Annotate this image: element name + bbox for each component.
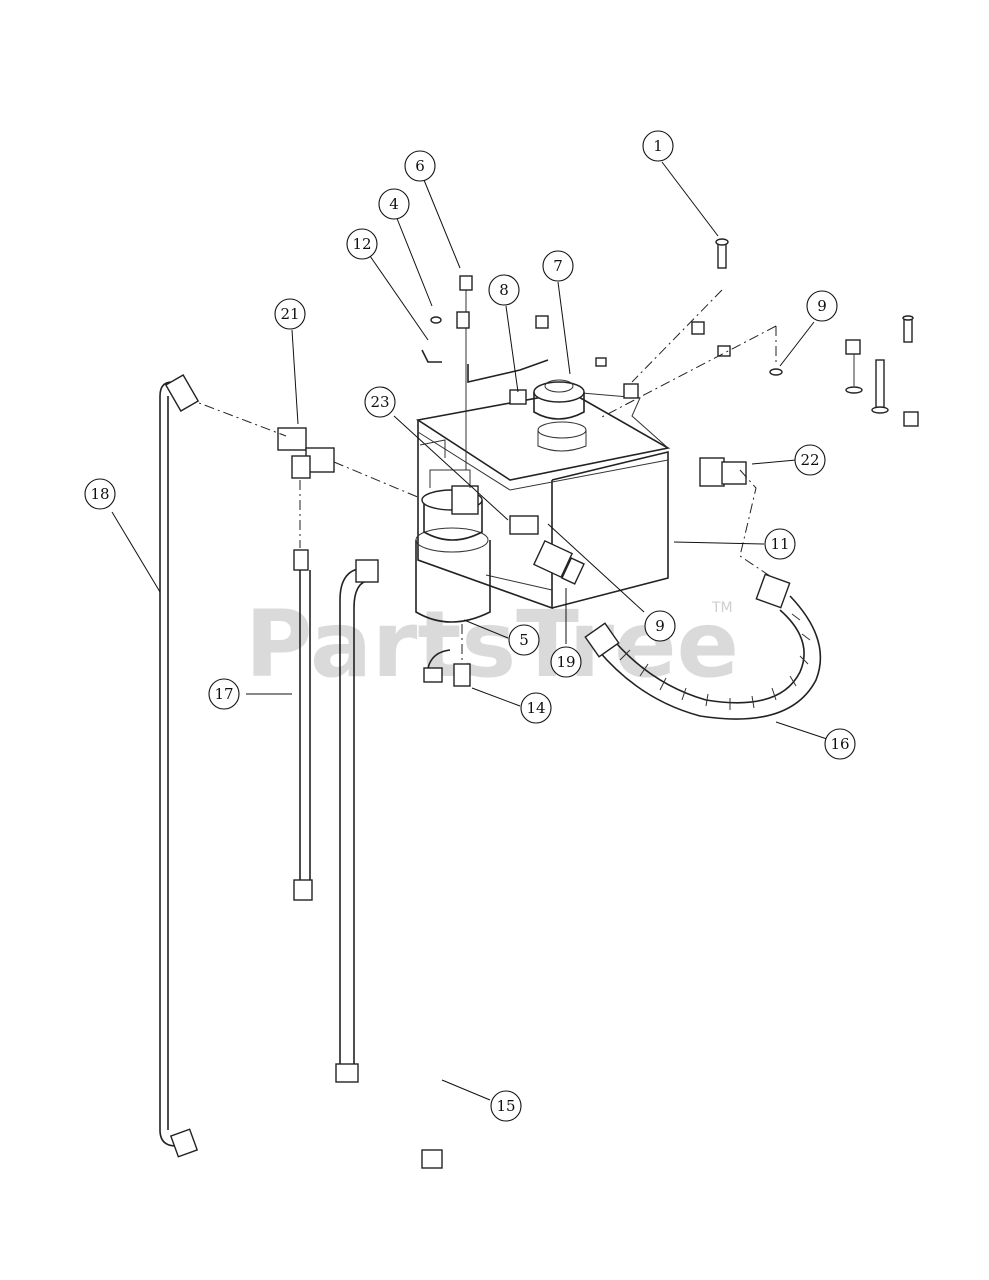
callout-18: 18 (84, 478, 116, 510)
svg-text:15: 15 (496, 1097, 515, 1115)
hose-18 (159, 374, 200, 1158)
svg-text:4: 4 (389, 195, 399, 213)
watermark-text: PartsTree (245, 591, 739, 698)
callout-17: 17 (208, 678, 240, 710)
callout-11: 11 (764, 528, 796, 560)
svg-text:23: 23 (370, 393, 389, 411)
tank-fittings (509, 457, 747, 585)
filler-cap (533, 379, 587, 452)
svg-text:5: 5 (519, 631, 529, 649)
bracket-rod (421, 275, 549, 470)
svg-text:9: 9 (817, 297, 827, 315)
svg-text:21: 21 (280, 305, 299, 323)
hardware-top-right (595, 238, 919, 427)
svg-text:8: 8 (499, 281, 509, 299)
callout-6: 6 (404, 150, 436, 182)
callout-9-bottom: 9 (644, 610, 676, 642)
svg-text:9: 9 (655, 617, 665, 635)
svg-text:1: 1 (653, 137, 663, 155)
hose-17 (293, 549, 313, 901)
svg-text:17: 17 (214, 685, 233, 703)
svg-text:11: 11 (770, 535, 789, 553)
svg-text:6: 6 (415, 157, 425, 175)
callout-5: 5 (508, 624, 540, 656)
callout-4: 4 (378, 188, 410, 220)
callout-1: 1 (642, 130, 674, 162)
svg-text:22: 22 (800, 451, 819, 469)
svg-text:14: 14 (526, 699, 545, 717)
callout-9-top: 9 (806, 290, 838, 322)
callout-12: 12 (346, 228, 378, 260)
filter-canister (415, 469, 491, 623)
flex-hose (584, 469, 822, 720)
callout-23: 23 (364, 386, 396, 418)
svg-text:16: 16 (830, 735, 849, 753)
hose-15 (335, 559, 443, 1169)
callout-16: 16 (824, 728, 856, 760)
callout-7: 7 (542, 250, 574, 282)
svg-text:18: 18 (90, 485, 109, 503)
svg-text:7: 7 (553, 257, 563, 275)
callout-21: 21 (274, 298, 306, 330)
callout-8: 8 (488, 274, 520, 306)
svg-text:19: 19 (556, 653, 575, 671)
callout-19: 19 (550, 646, 582, 678)
tee-fitting (185, 397, 421, 548)
watermark-tm: TM (711, 600, 733, 616)
svg-text:12: 12 (352, 235, 371, 253)
callout-15: 15 (490, 1090, 522, 1122)
callout-14: 14 (520, 692, 552, 724)
callout-22: 22 (794, 444, 826, 476)
bottom-fittings (423, 624, 471, 687)
